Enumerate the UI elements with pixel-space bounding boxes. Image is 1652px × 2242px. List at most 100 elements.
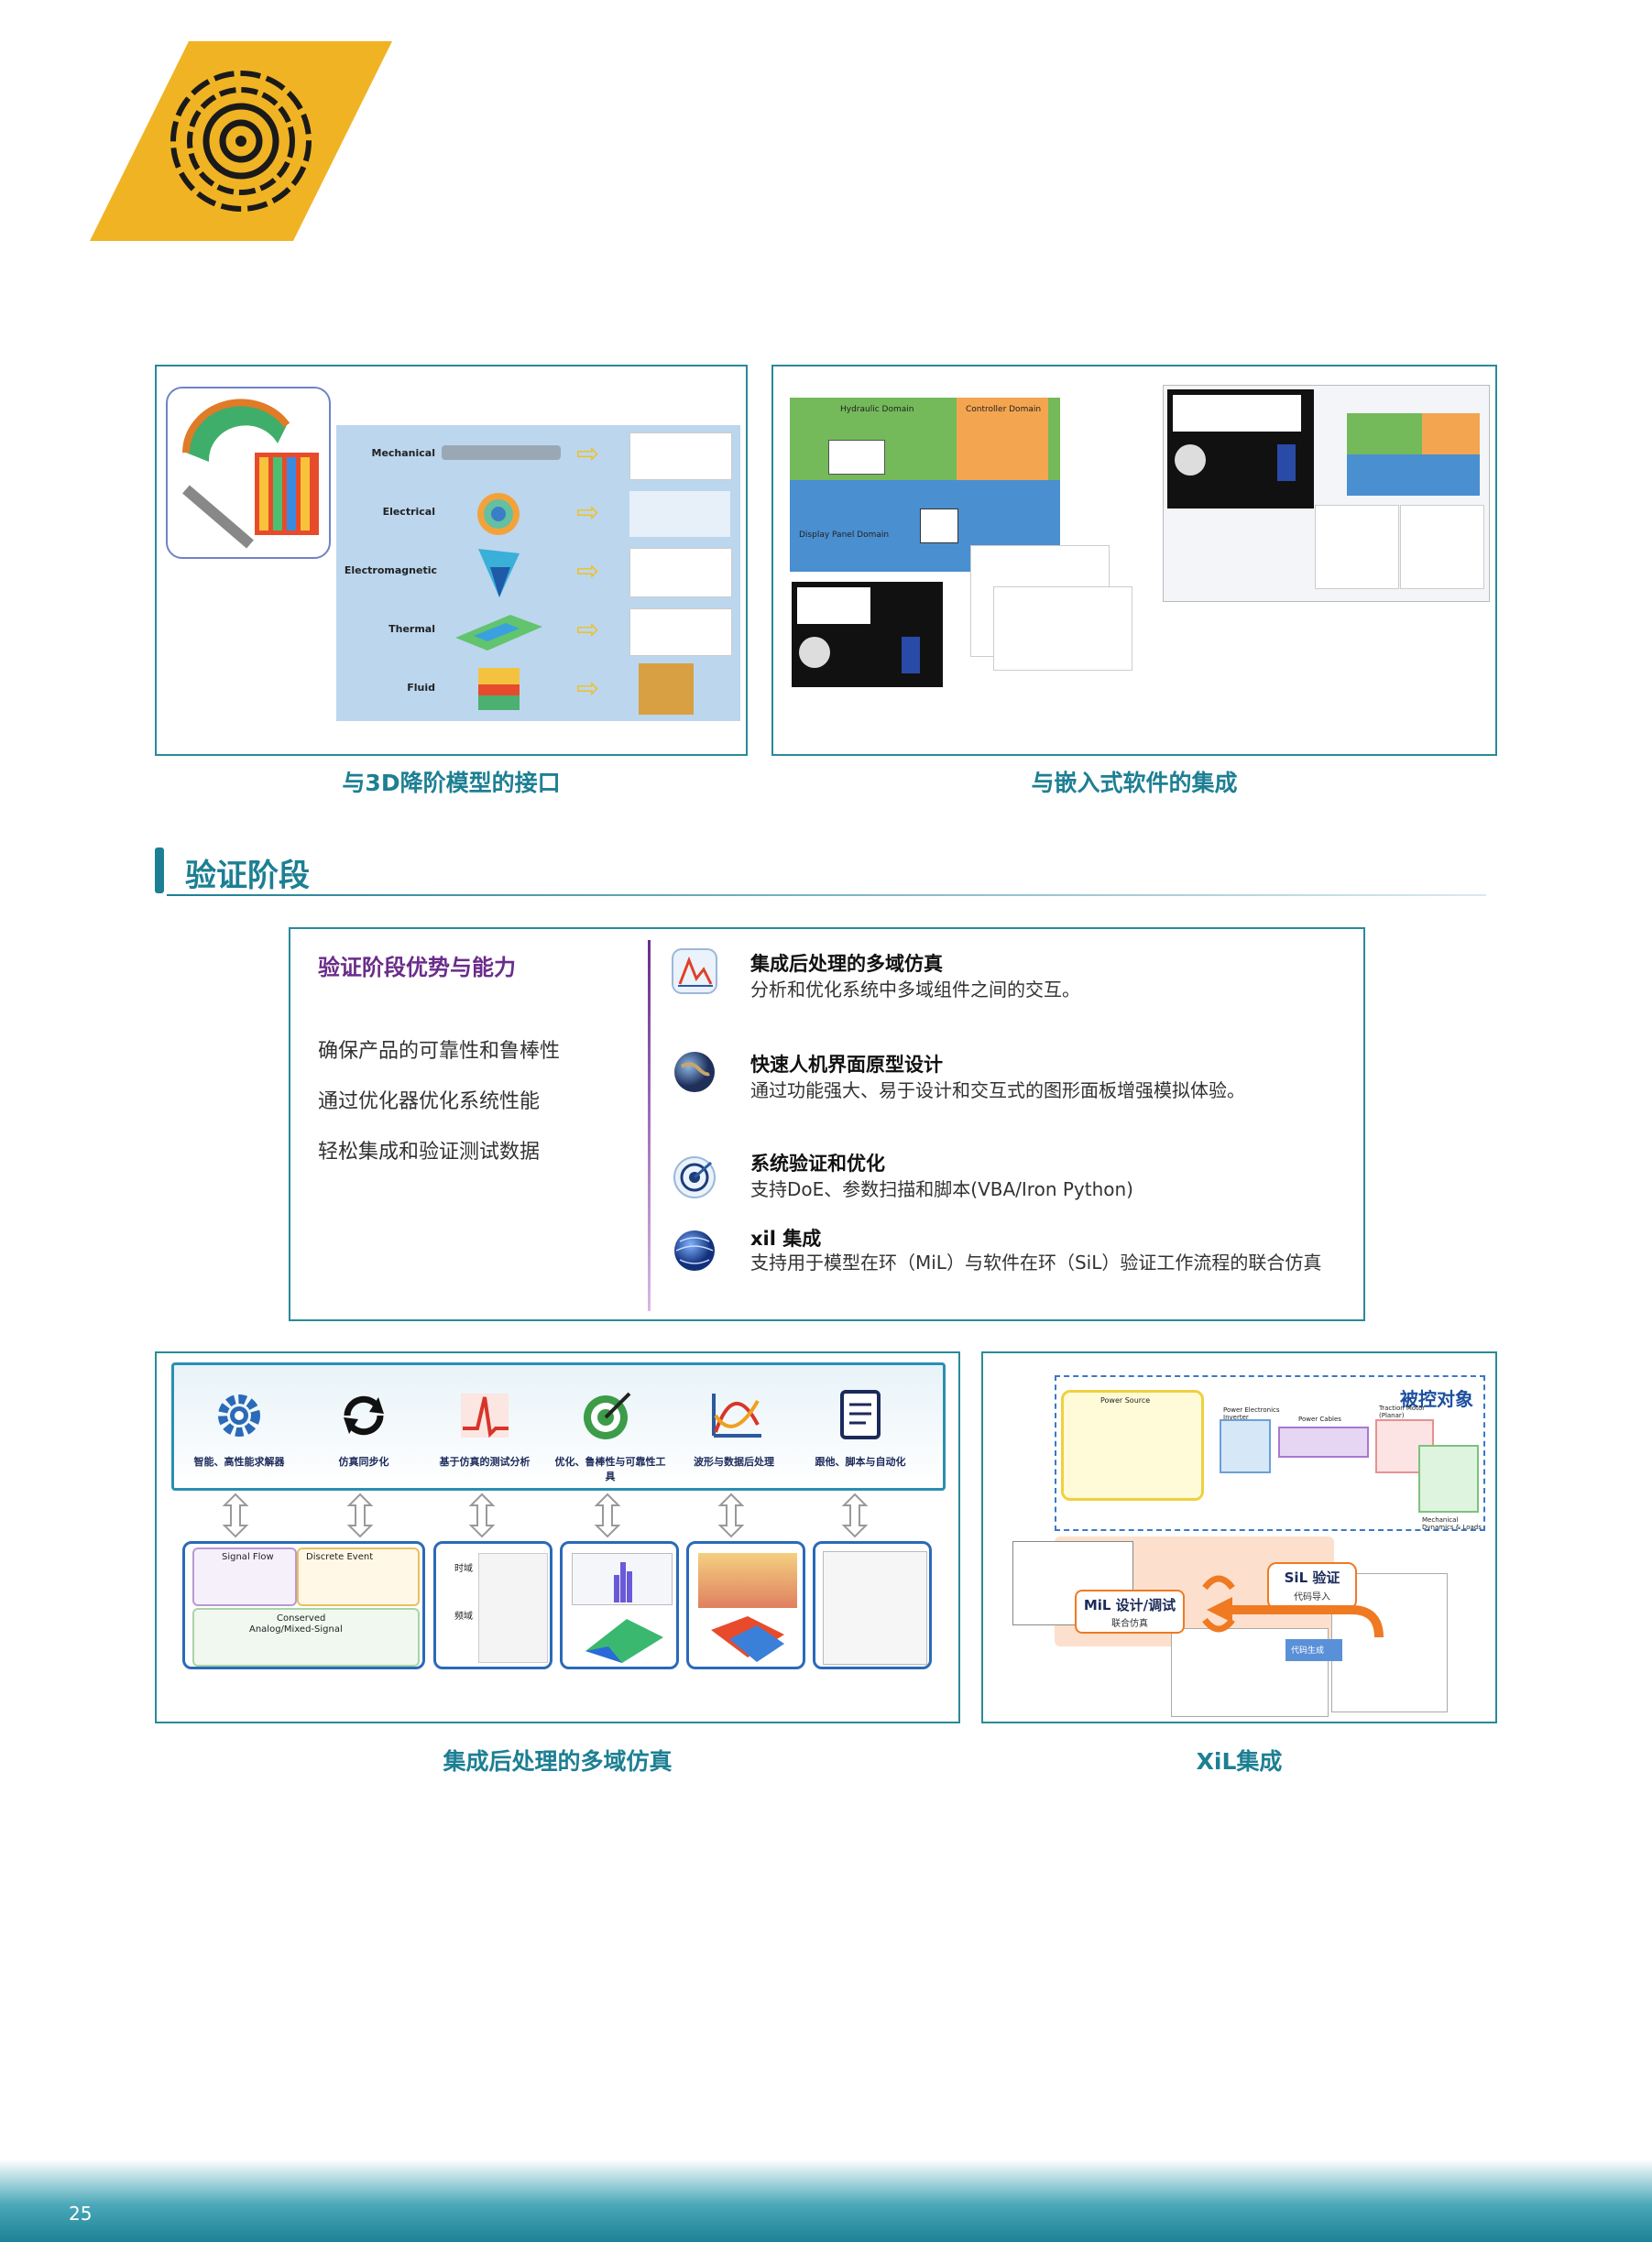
mechanical-box: Mechanical Dynamics & Loads — [1418, 1445, 1482, 1531]
row-label: Fluid — [407, 682, 435, 694]
mil-sub: 联合仿真 — [1111, 1619, 1148, 1629]
xil-figure: 被控对象 Power Source Power Electronics Inve… — [981, 1351, 1497, 1723]
capability-label: 优化、鲁棒性与可靠性工具 — [554, 1456, 666, 1482]
arrow-icon: ⇨ — [576, 614, 600, 646]
feature-title: 快速人机界面原型设计 — [750, 1054, 943, 1076]
power-source-box: Power Source — [1061, 1390, 1204, 1501]
section-rule — [167, 894, 1486, 896]
hmi-panel — [792, 582, 943, 687]
feature-desc: 支持用于模型在环（MiL）与软件在环（SiL）验证工作流程的联合仿真 — [750, 1252, 1322, 1274]
rom-result-thumb — [629, 432, 732, 480]
analog-mixed-label: Analog/Mixed-Signal — [249, 1624, 343, 1635]
mechanical-thumb — [442, 445, 561, 460]
figure-caption: XiL集成 — [1196, 1748, 1283, 1775]
capability-band — [171, 1362, 946, 1491]
arrow-icon: ⇨ — [576, 438, 600, 470]
advantages-box: 验证阶段优势与能力 确保产品的可靠性和鲁棒性 通过优化器优化系统性能 轻松集成和… — [289, 927, 1365, 1321]
feature-desc: 通过功能强大、易于设计和交互式的图形面板增强模拟体验。 — [750, 1079, 1245, 1101]
electrical-thumb-icon — [477, 493, 520, 535]
cosim-loop-icon — [1202, 1575, 1235, 1633]
feature-desc: 分析和优化系统中多域组件之间的交互。 — [750, 979, 1080, 1001]
advantage-item: 确保产品的可靠性和鲁棒性 — [318, 1040, 561, 1063]
power-cables-box: Power Cables — [1278, 1416, 1369, 1458]
figure-caption: 集成后处理的多域仿真 — [443, 1748, 673, 1775]
rom-result-thumb — [639, 663, 694, 715]
capability-label: 基于仿真的测试分析 — [439, 1456, 531, 1468]
signal-flow-label: Signal Flow — [222, 1552, 274, 1562]
conserved-label: Conserved — [277, 1613, 326, 1624]
rom-row: Thermal ⇨ — [336, 601, 740, 660]
controller-domain-label: Controller Domain — [966, 405, 1042, 414]
script-window-thumb — [823, 1551, 927, 1665]
figure-caption: 与3D降阶模型的接口 — [342, 770, 561, 796]
mil-callout: MiL 设计/调试 联合仿真 — [1075, 1590, 1185, 1634]
target-icon — [673, 1156, 716, 1198]
controlled-object-region — [1055, 1375, 1485, 1531]
advantages-title: 验证阶段优势与能力 — [318, 955, 516, 980]
gear-icon — [218, 1394, 260, 1437]
electromagnetic-thumb-icon — [478, 549, 520, 597]
software-window — [1163, 385, 1490, 602]
feature-title: 系统验证和优化 — [750, 1153, 885, 1175]
rom-domain-panel: Mechanical ⇨ Electrical ⇨ Electromagneti… — [336, 425, 740, 721]
gauge-thumb — [797, 587, 870, 624]
display-panel-domain-label: Display Panel Domain — [799, 530, 890, 540]
conserved-box: Conserved Analog/Mixed-Signal — [192, 1608, 420, 1667]
mil-title: MiL 设计/调试 — [1083, 1597, 1176, 1613]
brand-logo-icon — [90, 41, 392, 241]
footer-band — [0, 2160, 1652, 2242]
rom-row: Electrical ⇨ — [336, 484, 740, 542]
plot-thumb — [1315, 505, 1399, 589]
thermal-thumb-icon — [455, 615, 542, 651]
rom-row: Electromagnetic ⇨ — [336, 542, 740, 601]
traction-motor-label: Traction Motor (Planar) — [1379, 1405, 1426, 1419]
rom-result-thumb — [629, 608, 732, 656]
row-label: Mechanical — [371, 447, 436, 459]
power-source-label: Power Source — [1100, 1396, 1151, 1405]
advantage-item: 轻松集成和验证测试数据 — [318, 1141, 541, 1164]
row-label: Electromagnetic — [344, 564, 437, 576]
component-block — [828, 440, 885, 475]
row-label: Electrical — [382, 506, 435, 518]
modeling-tile: Signal Flow Discrete Event Conserved Ana… — [182, 1541, 425, 1669]
rom-row: Mechanical ⇨ — [336, 425, 740, 484]
codegen-arrow: 代码生成 — [1285, 1639, 1342, 1661]
optimization-tile — [560, 1541, 679, 1669]
rom-interface-figure: Mechanical ⇨ Electrical ⇨ Electromagneti… — [155, 365, 748, 756]
script-tile — [813, 1541, 932, 1669]
capability-label: 智能、高性能求解器 — [193, 1456, 285, 1468]
power-electronics-box: Power Electronics Inverter — [1220, 1406, 1280, 1473]
script-icon — [840, 1390, 881, 1439]
figure-caption: 与嵌入式软件的集成 — [1031, 770, 1238, 796]
sil-sub: 代码导入 — [1294, 1592, 1330, 1602]
multidomain-figure: 智能、高性能求解器 仿真同步化 基于仿真的测试分析 优化、鲁棒性与可靠性工具 波… — [155, 1351, 960, 1723]
feature-desc: 支持DoE、参数扫描和脚本(VBA/Iron Python) — [750, 1178, 1133, 1200]
waveform-icon — [672, 948, 717, 994]
row-label: Thermal — [388, 623, 435, 635]
arrow-icon: ⇨ — [576, 673, 600, 705]
histogram-icon — [614, 1562, 632, 1602]
capability-label: 跟他、脚本与自动化 — [815, 1456, 906, 1468]
surface-plot-icon — [585, 1619, 663, 1663]
component-block — [920, 509, 958, 543]
page-number: 25 — [69, 2203, 93, 2225]
dial-thumb — [799, 637, 830, 668]
signal-flow-box: Signal Flow — [192, 1548, 297, 1606]
analysis-tile: 时域 频域 — [433, 1541, 552, 1669]
codegen-label: 代码生成 — [1291, 1646, 1325, 1656]
power-electronics-label: Power Electronics Inverter — [1223, 1406, 1280, 1421]
waveform-thumb — [698, 1553, 797, 1608]
domain-mini — [1422, 413, 1480, 454]
rom-result-thumb — [629, 548, 732, 597]
waveform-tile — [686, 1541, 805, 1669]
arrow-icon: ⇨ — [576, 497, 600, 529]
sil-arrow-icon — [1207, 1597, 1384, 1638]
discrete-event-label: Discrete Event — [306, 1552, 374, 1562]
time-domain-label: 时域 — [454, 1564, 473, 1574]
plot-thumb — [478, 1553, 548, 1663]
capability-label: 仿真同步化 — [338, 1456, 389, 1468]
section-bar — [155, 848, 164, 893]
globe-icon — [674, 1052, 715, 1092]
target-icon — [584, 1392, 631, 1439]
feature-title: xil 集成 — [750, 1228, 822, 1250]
